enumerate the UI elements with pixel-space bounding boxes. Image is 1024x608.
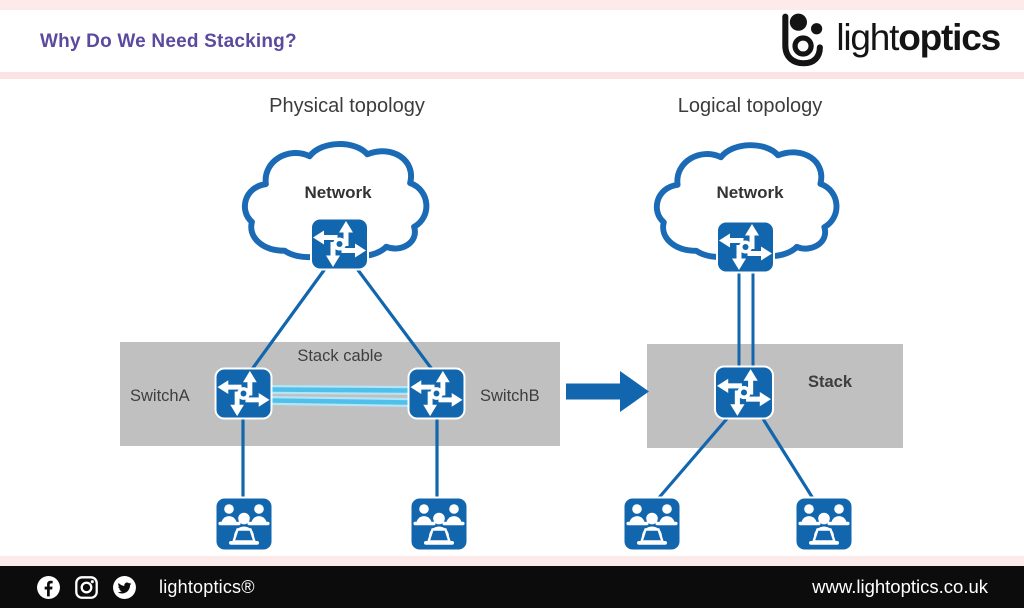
footer-bar: lightoptics® www.lightoptics.co.uk [0, 566, 1024, 608]
switch-a-icon [214, 367, 273, 420]
switch-b-icon [407, 367, 466, 420]
user-group-icon [214, 496, 274, 552]
bottom-accent-strip [0, 556, 1024, 566]
lightoptics-logo-icon [782, 13, 824, 67]
stack-switch-icon [713, 365, 775, 420]
footer-brand-text: lightoptics® [159, 576, 255, 597]
logo-wordmark: lightoptics [836, 16, 1001, 60]
switch-b-label: SwitchB [480, 387, 540, 405]
footer-website-link[interactable]: www.lightoptics.co.uk [812, 576, 988, 597]
social-links [36, 575, 137, 600]
logical-core-switch-icon [715, 220, 776, 274]
instagram-icon[interactable] [74, 575, 99, 600]
facebook-icon[interactable] [36, 575, 61, 600]
transform-arrow-icon [566, 371, 649, 412]
physical-core-switch-icon [309, 217, 370, 271]
brand-logo: lightoptics [776, 10, 1001, 68]
logo-word-light: light [836, 16, 899, 58]
twitter-icon[interactable] [112, 575, 137, 600]
logical-network-label: Network [716, 183, 784, 202]
switch-a-label: SwitchA [130, 387, 190, 405]
logical-stack-panel [647, 344, 903, 448]
user-group-icon [794, 496, 854, 552]
user-group-icon [622, 496, 682, 552]
stack-label: Stack [808, 373, 853, 391]
top-accent-strip [0, 0, 1024, 10]
user-group-icon [409, 496, 469, 552]
physical-network-label: Network [304, 183, 372, 202]
page-title: Why Do We Need Stacking? [40, 31, 297, 52]
logo-word-optics: optics [898, 16, 1001, 58]
header-divider [0, 72, 1024, 79]
physical-topology-title: Physical topology [269, 95, 425, 117]
logical-topology-title: Logical topology [677, 95, 823, 117]
stack-cable-label: Stack cable [297, 347, 383, 365]
